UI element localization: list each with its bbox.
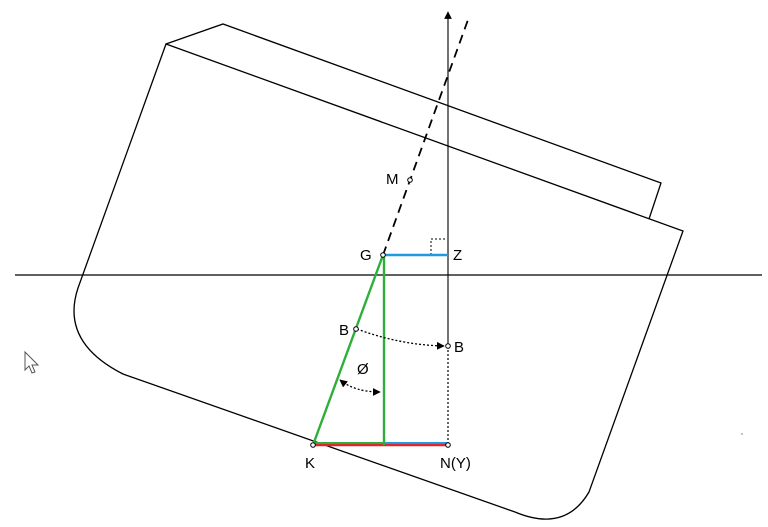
buoyancy-shift-arrow: [356, 328, 445, 350]
point-k: [310, 442, 316, 448]
label-b-heeled: B: [339, 322, 349, 339]
heel-angle-arrow: [339, 379, 381, 396]
kg-line: [311, 254, 385, 446]
label-g: G: [360, 247, 372, 264]
point-m: [407, 177, 413, 183]
label-phi: Ø: [357, 361, 369, 378]
stray-dot: [741, 433, 743, 435]
label-z: Z: [453, 247, 462, 264]
mouse-pointer-icon: [24, 350, 40, 374]
point-b-upright: [445, 343, 451, 349]
hull-outline: [73, 43, 684, 520]
point-n: [445, 442, 451, 448]
label-b-upright: B: [454, 339, 464, 356]
label-k: K: [305, 455, 315, 472]
point-b-heeled: [353, 326, 359, 332]
label-m: M: [386, 171, 399, 188]
ship-centerline-dashed: [382, 16, 470, 256]
label-n: N(Y): [440, 455, 471, 472]
superstructure-outline: [165, 23, 662, 220]
right-angle-marker: [430, 238, 447, 255]
point-g: [380, 252, 386, 258]
